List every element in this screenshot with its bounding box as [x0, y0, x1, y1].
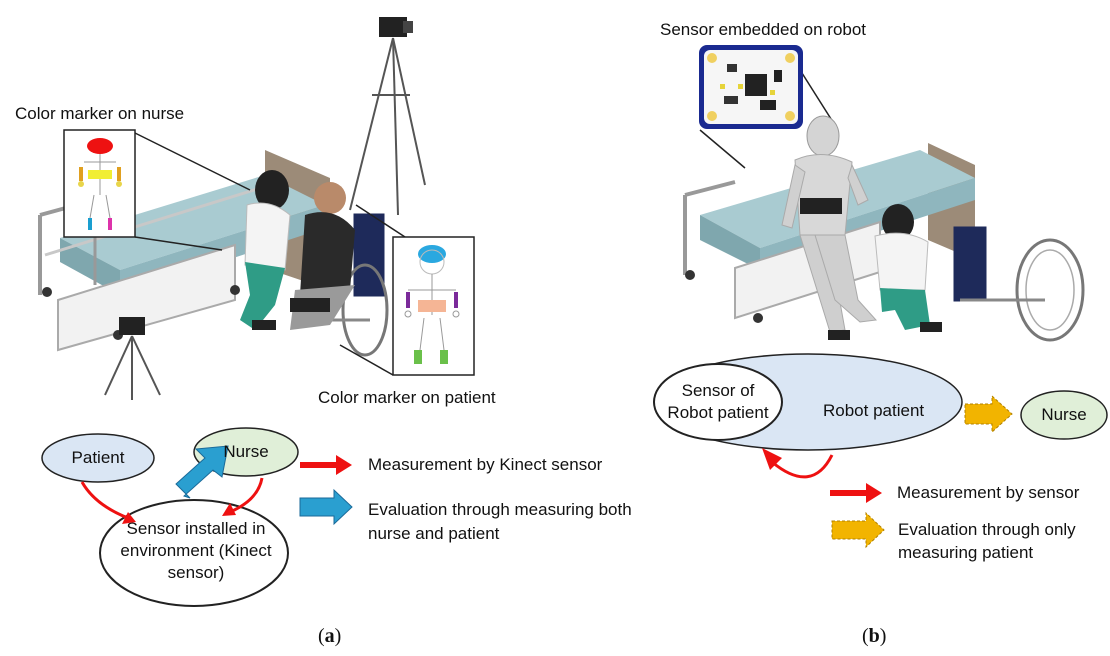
- red-arrow-robot-sensor: [771, 454, 834, 479]
- robot-patient-label: Robot patient: [823, 401, 925, 420]
- blue-arrow-sensor-nurse: [175, 445, 229, 499]
- panel-b-flow: [653, 353, 1108, 549]
- sensor-board: [699, 45, 839, 169]
- panel-label-a: (a): [318, 625, 342, 647]
- embedded-sensor-caption: Sensor embedded on robot: [660, 20, 867, 39]
- legend-text-red-a: Measurement by Kinect sensor: [368, 455, 603, 474]
- tripod-camera-bottom: [104, 317, 161, 400]
- legend-orange-arrow-b: [831, 511, 885, 549]
- nurse-marker-box: [63, 129, 251, 251]
- panel-label-b: (b): [862, 625, 887, 647]
- legend-red-arrow-a: [300, 455, 352, 475]
- sensor-node-label-a: Sensor installed in environment (Kinect …: [120, 519, 272, 582]
- nurse-node-label-b: Nurse: [1041, 405, 1087, 424]
- patient-node-label-a: Patient: [71, 448, 125, 467]
- nurse-marker-caption: Color marker on nurse: [15, 104, 185, 123]
- patient-marker-caption: Color marker on patient: [318, 388, 496, 407]
- patient-node-a: [41, 433, 155, 483]
- panel-b-scene: [683, 45, 1085, 342]
- red-arrow-nurse-sensor: [229, 477, 264, 514]
- legend-text-red-b: Measurement by sensor: [897, 483, 1080, 502]
- orange-arrow-robot-nurse: [964, 394, 1013, 434]
- nurse-figure-a: [240, 170, 291, 330]
- patient-figure-a: [290, 182, 355, 330]
- wheelchair-b: [953, 226, 1085, 342]
- tripod-camera-top: [349, 17, 426, 216]
- legend-blue-arrow-a: [299, 488, 353, 526]
- nurse-figure-b: [874, 204, 942, 332]
- legend-text-blue-a: Evaluation through measuring both nurse …: [368, 500, 632, 543]
- robot-sensor-node: [653, 363, 783, 441]
- panel-a-flow: [41, 427, 353, 607]
- robot-patient-figure: [781, 115, 878, 340]
- panel-a-scene: [38, 17, 475, 400]
- red-arrow-patient-sensor: [80, 481, 129, 520]
- legend-red-arrow-b: [830, 483, 882, 503]
- legend-text-orange-b: Evaluation through only measuring patien…: [898, 520, 1076, 562]
- nurse-node-b: [1020, 390, 1108, 440]
- patient-marker-box: [339, 204, 475, 376]
- sensor-node-a: [99, 499, 289, 607]
- robot-sensor-label: Sensor of Robot patient: [667, 381, 769, 422]
- nurse-node-label-a: Nurse: [223, 442, 269, 461]
